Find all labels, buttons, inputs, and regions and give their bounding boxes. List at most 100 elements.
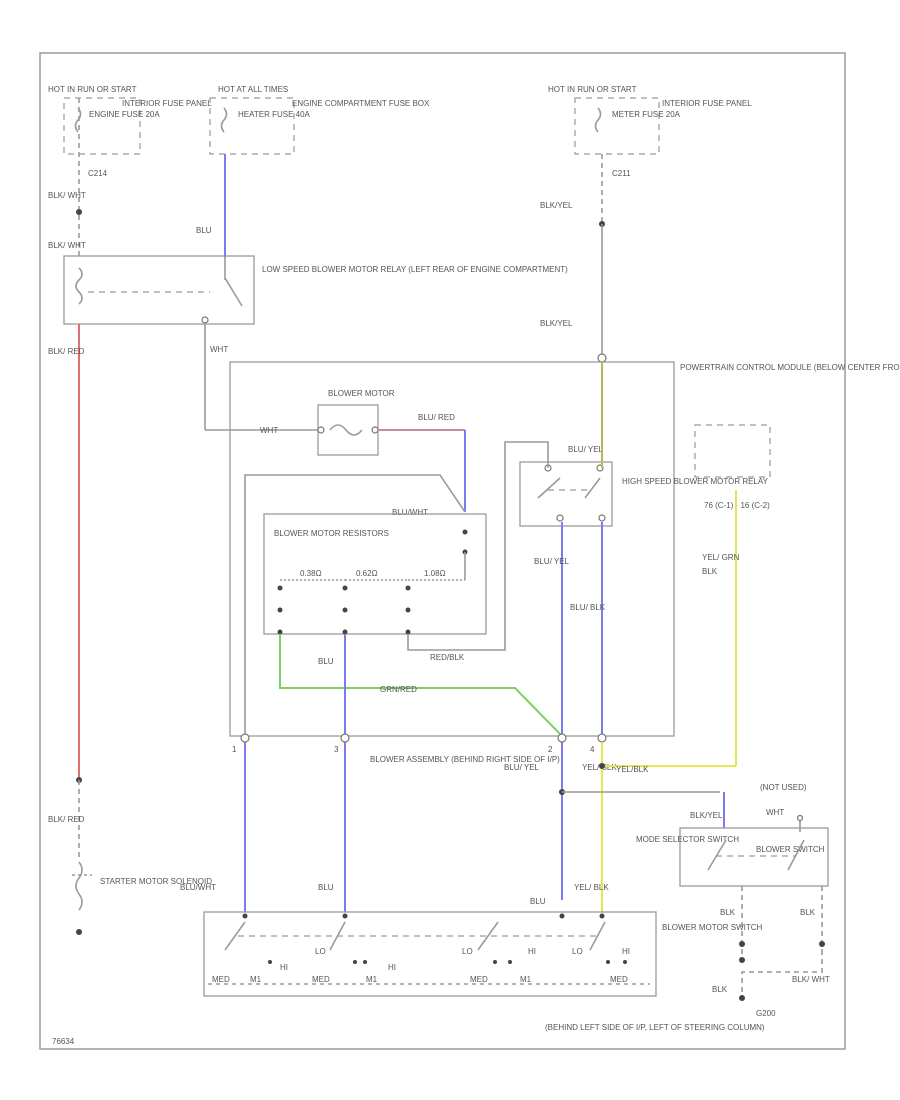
label-wht: WHT — [210, 345, 228, 354]
high-speed-relay-box — [519, 461, 613, 527]
heater-fuse-box — [209, 97, 295, 155]
splice-dot — [76, 209, 82, 215]
label-r1: 0.38Ω — [300, 569, 322, 578]
label-blk-sw1: BLK — [720, 908, 736, 917]
sw-hi3: HI — [528, 947, 536, 956]
label-low-relay: LOW SPEED BLOWER MOTOR RELAY (LEFT REAR … — [262, 265, 568, 274]
sw-m2: M1 — [366, 975, 378, 984]
label-resistors: BLOWER MOTOR RESISTORS — [274, 529, 389, 538]
pcm-box — [694, 424, 771, 478]
label-blk-g: BLK — [712, 985, 728, 994]
label-blu-top: BLU — [196, 226, 212, 235]
label-interior-panel-right: INTERIOR FUSE PANEL — [662, 99, 752, 108]
sw-h1: HI — [280, 963, 288, 972]
pin-4-label: 4 — [590, 745, 595, 754]
label-blower-motor: BLOWER MOTOR — [328, 389, 395, 398]
label-interior-panel: INTERIOR FUSE PANEL — [122, 99, 212, 108]
label-engine-comp-panel: ENGINE COMPARTMENT FUSE BOX — [292, 99, 430, 108]
label-yel-blk-switch: YEL/ BLK — [574, 883, 609, 892]
sw-lo2: LO — [462, 947, 473, 956]
label-yel-blk-h: YEL/BLK — [616, 765, 649, 774]
label-ground-id: G200 — [756, 1009, 776, 1018]
resistor-box — [263, 513, 487, 635]
label-grn-red: GRN/RED — [380, 685, 417, 694]
inner-loop — [244, 474, 466, 736]
label-c211: C211 — [612, 169, 631, 178]
switch-contacts — [208, 913, 650, 985]
label-ground: (BEHIND LEFT SIDE OF I/P, LEFT OF STEERI… — [545, 1023, 765, 1032]
relay-contact — [224, 277, 243, 307]
label-blk-mid: BLK — [702, 567, 718, 576]
label-not-used: (NOT USED) — [760, 783, 807, 792]
pin-2 — [557, 733, 567, 743]
pin-1-label: 1 — [232, 745, 237, 754]
label-blk-wht-g: BLK/ WHT — [792, 975, 830, 984]
label-wht-not-used: WHT — [766, 808, 784, 817]
footer-code: 76634 — [52, 1037, 75, 1046]
label-blk-yel-2: BLK/YEL — [540, 319, 573, 328]
pin-2-label: 2 — [548, 745, 553, 754]
sw-m1: M1 — [250, 975, 262, 984]
diagram-frame — [39, 52, 846, 1050]
label-blower-assy: BLOWER ASSEMBLY (BEHIND RIGHT SIDE OF I/… — [370, 755, 560, 764]
wire-grn-red — [279, 634, 563, 737]
label-blu-yel-bottom: BLU/ YEL — [504, 763, 540, 772]
fuse-icon — [74, 107, 82, 133]
blower-motor-box — [317, 404, 379, 456]
label-blk-yel-1: BLK/YEL — [540, 201, 573, 210]
label-blk-sw2: BLK — [800, 908, 816, 917]
motor-symbol — [329, 424, 363, 436]
pin-1 — [240, 733, 250, 743]
starter-solenoid-icon — [72, 861, 92, 911]
label-blk-red-1: BLK/ RED — [48, 347, 85, 356]
label-blu-wht: BLU/WHT — [392, 508, 428, 517]
pin-3-label: 3 — [334, 745, 339, 754]
label-c214: C214 — [88, 169, 108, 178]
label-hot-all: HOT AT ALL TIMES — [218, 85, 288, 94]
sw-m3: M1 — [520, 975, 532, 984]
sw-h2: HI — [388, 963, 396, 972]
meter-fuse-box — [574, 97, 660, 155]
label-blu-wht-bottom: BLU/WHT — [180, 883, 216, 892]
label-blower-switch: BLOWER SWITCH — [756, 845, 825, 854]
label-blk-wht-1: BLK/ WHT — [48, 191, 86, 200]
relay-coil — [75, 267, 83, 305]
ground-icon — [739, 995, 745, 1001]
label-r2: 0.62Ω — [356, 569, 378, 578]
label-blu-yel-left: BLU/ YEL — [534, 557, 570, 566]
pin-4 — [597, 733, 607, 743]
label-meter-fuse: METER FUSE 20A — [612, 110, 681, 119]
sw-med3: MED — [470, 975, 488, 984]
label-yel-grn: YEL/ GRN — [702, 553, 740, 562]
sw-lo1: LO — [315, 947, 326, 956]
label-blu-mid: BLU — [318, 657, 334, 666]
label-heater-fuse: HEATER FUSE 40A — [238, 110, 311, 119]
label-blk-yel-mode: BLK/YEL — [690, 811, 723, 820]
sw-med1: MED — [212, 975, 230, 984]
low-speed-relay-box — [63, 255, 255, 325]
label-pcm-pins: 76 (C-1) · 16 (C-2) — [704, 501, 770, 510]
mode-switch-box — [679, 827, 829, 887]
blower-assembly-box — [229, 361, 675, 737]
label-wht-2: WHT — [260, 426, 278, 435]
label-starter: STARTER MOTOR SOLENOID — [100, 877, 212, 886]
pin-3 — [340, 733, 350, 743]
label-engine-fuse: ENGINE FUSE 20A — [89, 110, 160, 119]
fuse-icon — [594, 107, 602, 133]
engine-fuse-box — [63, 97, 141, 155]
label-red-blk: RED/BLK — [430, 653, 465, 662]
label-pcm: POWERTRAIN CONTROL MODULE (BELOW CENTER … — [680, 363, 900, 372]
label-blu-red: BLU/ RED — [418, 413, 455, 422]
sw-lo3: LO — [572, 947, 583, 956]
wire-relay-loop — [407, 441, 549, 651]
label-motor-switch: BLOWER MOTOR SWITCH — [662, 923, 763, 932]
sw-med2: MED — [312, 975, 330, 984]
label-mode-switch: MODE SELECTOR SWITCH — [636, 835, 739, 844]
label-high-relay: HIGH SPEED BLOWER MOTOR RELAY — [622, 477, 769, 486]
label-blk-red-2: BLK/ RED — [48, 815, 85, 824]
label-hot-start: HOT IN RUN OR START — [48, 85, 137, 94]
motor-switch-box — [203, 911, 657, 997]
label-blu-blk: BLU/ BLK — [570, 603, 606, 612]
resistor-terminals — [277, 529, 468, 635]
